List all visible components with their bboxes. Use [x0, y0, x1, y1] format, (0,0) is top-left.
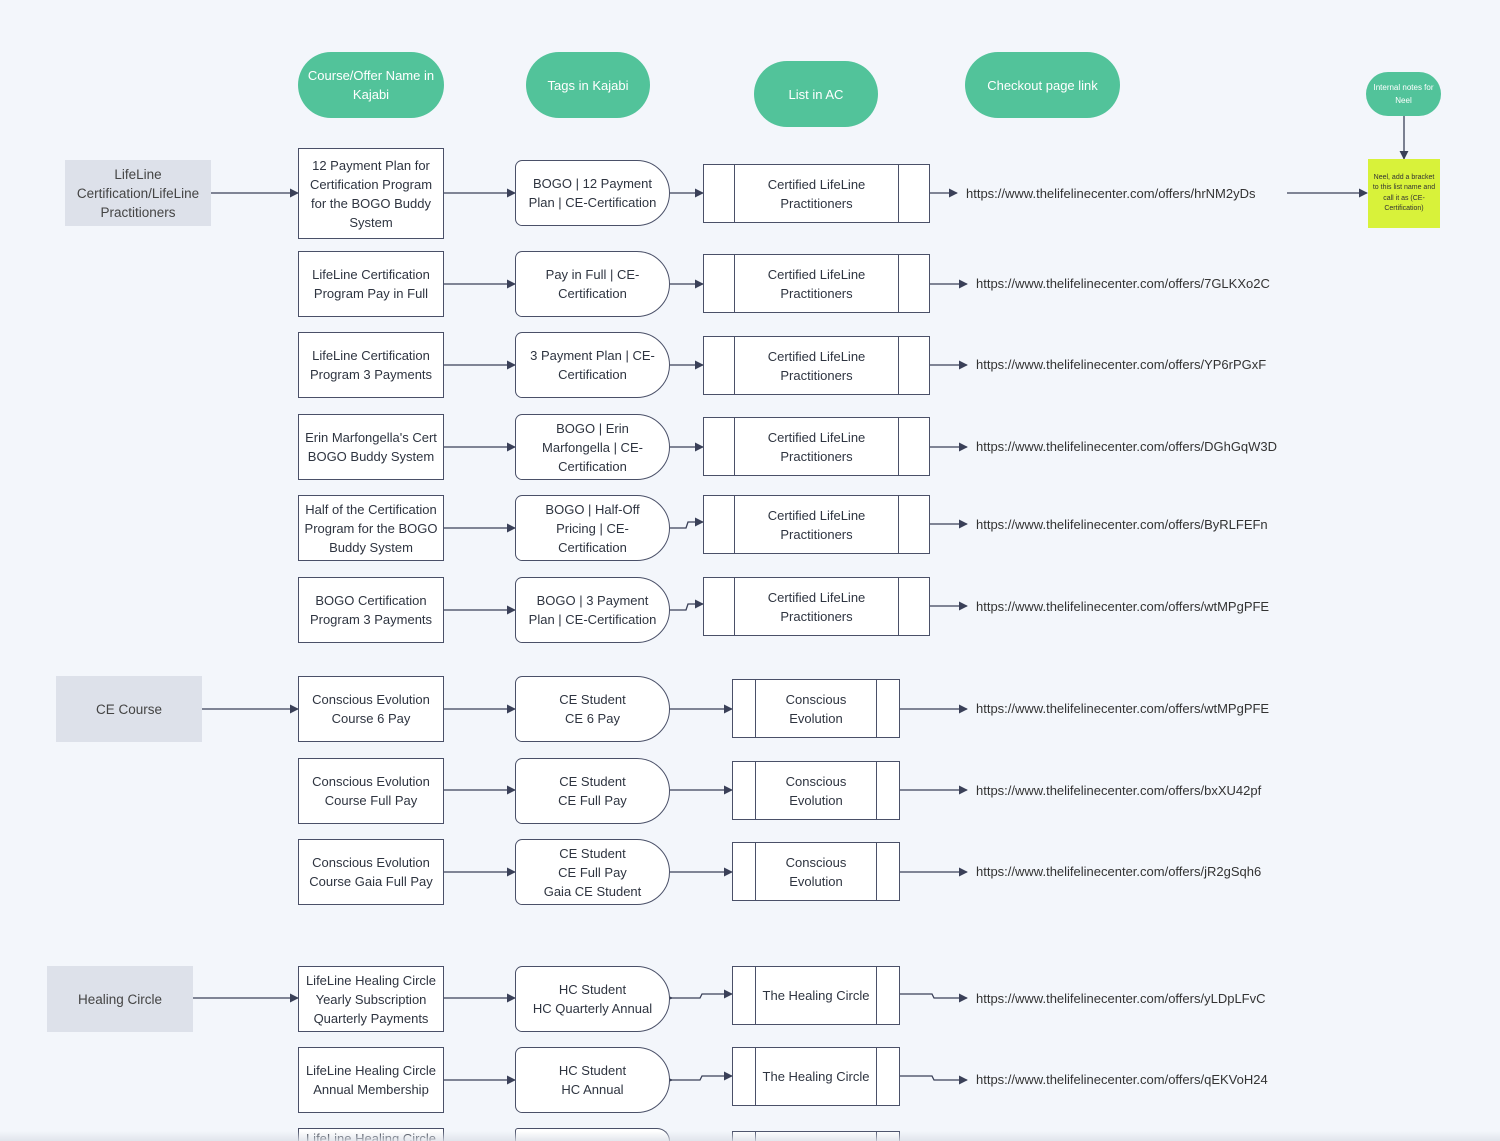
- header-checkout: Checkout page link: [965, 52, 1120, 118]
- course-node: LifeLine Certification Program 3 Payment…: [298, 332, 444, 398]
- checkout-link[interactable]: https://www.thelifelinecenter.com/offers…: [976, 864, 1262, 879]
- list-node: Certified LifeLine Practitioners: [703, 164, 930, 223]
- checkout-link[interactable]: https://www.thelifelinecenter.com/offers…: [976, 357, 1267, 372]
- tag-node: CE Student CE 6 Pay: [515, 676, 670, 742]
- connector-arrow: [900, 1075, 968, 1085]
- list-node: The Healing Circle: [732, 966, 900, 1025]
- tag-node: BOGO | 3 Payment Plan | CE-Certification: [515, 577, 670, 643]
- checkout-link[interactable]: https://www.thelifelinecenter.com/offers…: [976, 439, 1278, 454]
- connector-arrow: [670, 599, 704, 611]
- checkout-link[interactable]: https://www.thelifelinecenter.com/offers…: [976, 991, 1266, 1006]
- list-node: The Healing Circle: [732, 1047, 900, 1106]
- checkout-link[interactable]: https://www.thelifelinecenter.com/offers…: [976, 701, 1270, 716]
- connector-arrow: [900, 993, 968, 1003]
- tag-node: BOGO | Half-Off Pricing | CE-Certificati…: [515, 495, 670, 561]
- checkout-link[interactable]: https://www.thelifelinecenter.com/offers…: [976, 599, 1270, 614]
- header-list: List in AC: [754, 61, 878, 127]
- header-tags: Tags in Kajabi: [526, 52, 650, 118]
- course-node: Conscious Evolution Course Full Pay: [298, 758, 444, 824]
- course-node: Half of the Certification Program for th…: [298, 495, 444, 561]
- category-healing-circle: Healing Circle: [47, 966, 193, 1032]
- bottom-edge-shadow: [0, 1131, 1500, 1141]
- checkout-link[interactable]: https://www.thelifelinecenter.com/offers…: [966, 186, 1256, 201]
- category-ce-course: CE Course: [56, 676, 202, 742]
- list-node: Conscious Evolution: [732, 842, 900, 901]
- tag-node: Pay in Full | CE-Certification: [515, 251, 670, 317]
- tag-node: HC Student HC Annual: [515, 1047, 670, 1113]
- list-node: Certified LifeLine Practitioners: [703, 254, 930, 313]
- course-node: Erin Marfongella's Cert BOGO Buddy Syste…: [298, 414, 444, 480]
- header-course-offer: Course/Offer Name in Kajabi: [298, 52, 444, 118]
- list-node: Conscious Evolution: [732, 761, 900, 820]
- connector-arrow: [670, 1071, 733, 1081]
- checkout-link[interactable]: https://www.thelifelinecenter.com/offers…: [976, 783, 1262, 798]
- course-node: Conscious Evolution Course Gaia Full Pay: [298, 839, 444, 905]
- header-internal-notes: Internal notes for Neel: [1366, 72, 1441, 116]
- connector-arrow: [670, 517, 704, 529]
- checkout-link[interactable]: https://www.thelifelinecenter.com/offers…: [976, 1072, 1268, 1087]
- sticky-note: Neel, add a bracket to this list name an…: [1368, 159, 1440, 228]
- checkout-link[interactable]: https://www.thelifelinecenter.com/offers…: [976, 276, 1270, 291]
- list-node: Certified LifeLine Practitioners: [703, 577, 930, 636]
- tag-node: HC Student HC Quarterly Annual: [515, 966, 670, 1032]
- list-node: Certified LifeLine Practitioners: [703, 417, 930, 476]
- list-node: Certified LifeLine Practitioners: [703, 495, 930, 554]
- list-node: Certified LifeLine Practitioners: [703, 336, 930, 395]
- connector-arrow: [670, 989, 733, 999]
- checkout-link[interactable]: https://www.thelifelinecenter.com/offers…: [976, 517, 1268, 532]
- tag-node: BOGO | Erin Marfongella | CE-Certificati…: [515, 414, 670, 480]
- course-node: BOGO Certification Program 3 Payments: [298, 577, 444, 643]
- tag-node: BOGO | 12 Payment Plan | CE-Certificatio…: [515, 160, 670, 226]
- tag-node: 3 Payment Plan | CE-Certification: [515, 332, 670, 398]
- course-node: 12 Payment Plan for Certification Progra…: [298, 148, 444, 239]
- list-node: Conscious Evolution: [732, 679, 900, 738]
- tag-node: CE Student CE Full Pay Gaia CE Student: [515, 839, 670, 905]
- course-node: Conscious Evolution Course 6 Pay: [298, 676, 444, 742]
- course-node: LifeLine Healing Circle Annual Membershi…: [298, 1047, 444, 1113]
- category-lifeline: LifeLine Certification/LifeLine Practiti…: [65, 160, 211, 226]
- course-node: LifeLine Certification Program Pay in Fu…: [298, 251, 444, 317]
- tag-node: CE Student CE Full Pay: [515, 758, 670, 824]
- course-node: LifeLine Healing Circle Yearly Subscript…: [298, 966, 444, 1032]
